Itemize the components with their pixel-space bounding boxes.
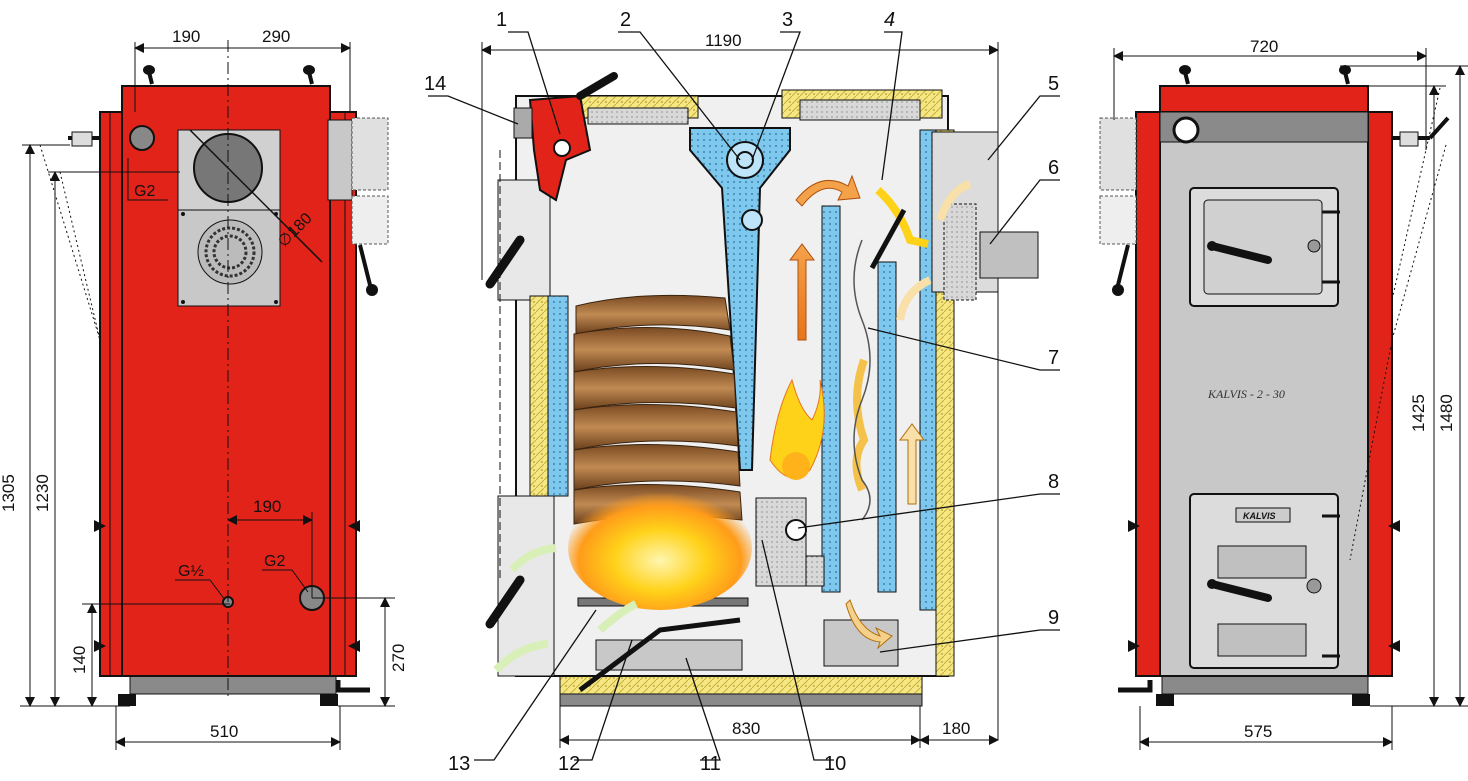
g2-top-label: G2 [134, 183, 155, 200]
g-half-label: G½ [178, 563, 204, 580]
dim-1480: 1480 [1437, 394, 1456, 432]
rear-view: KALVIS KALVIS - 2 - 30 720 1425 1480 575 [1099, 37, 1468, 750]
front-view: 190 290 1305 1230 140 270 190 510 G2 ∅18… [0, 27, 408, 750]
dim-510: 510 [210, 722, 238, 741]
dim-270: 270 [389, 644, 408, 672]
callout-6: 6 [1048, 157, 1059, 179]
dim-1425: 1425 [1409, 394, 1428, 432]
dim-140: 140 [70, 646, 89, 674]
callout-12: 12 [558, 753, 580, 775]
section-view: 1190 [424, 9, 1060, 775]
dim-190-lower: 190 [253, 497, 281, 516]
dim-1190: 1190 [705, 31, 742, 50]
model-name: KALVIS - 2 - 30 [1207, 387, 1285, 401]
g2-bottom-label: G2 [264, 553, 285, 570]
callout-11: 11 [700, 753, 721, 775]
callout-1: 1 [496, 9, 507, 31]
callout-13: 13 [448, 753, 470, 775]
callout-9: 9 [1048, 607, 1059, 629]
dim-180: 180 [942, 719, 970, 738]
dim-1305: 1305 [0, 474, 18, 512]
dim-575: 575 [1244, 722, 1272, 741]
dim-1230: 1230 [33, 474, 52, 512]
callout-10: 10 [824, 753, 846, 775]
callout-4: 4 [884, 9, 895, 31]
dim-190: 190 [172, 27, 200, 46]
dim-290: 290 [262, 27, 290, 46]
callout-8: 8 [1048, 471, 1059, 493]
callout-5: 5 [1048, 73, 1059, 95]
dim-720: 720 [1250, 37, 1278, 56]
callout-7: 7 [1048, 347, 1059, 369]
callout-2: 2 [620, 9, 631, 31]
lower-door-badge: KALVIS [1243, 511, 1276, 521]
callout-3: 3 [782, 9, 793, 31]
callout-14: 14 [424, 73, 446, 95]
dim-830: 830 [732, 719, 760, 738]
